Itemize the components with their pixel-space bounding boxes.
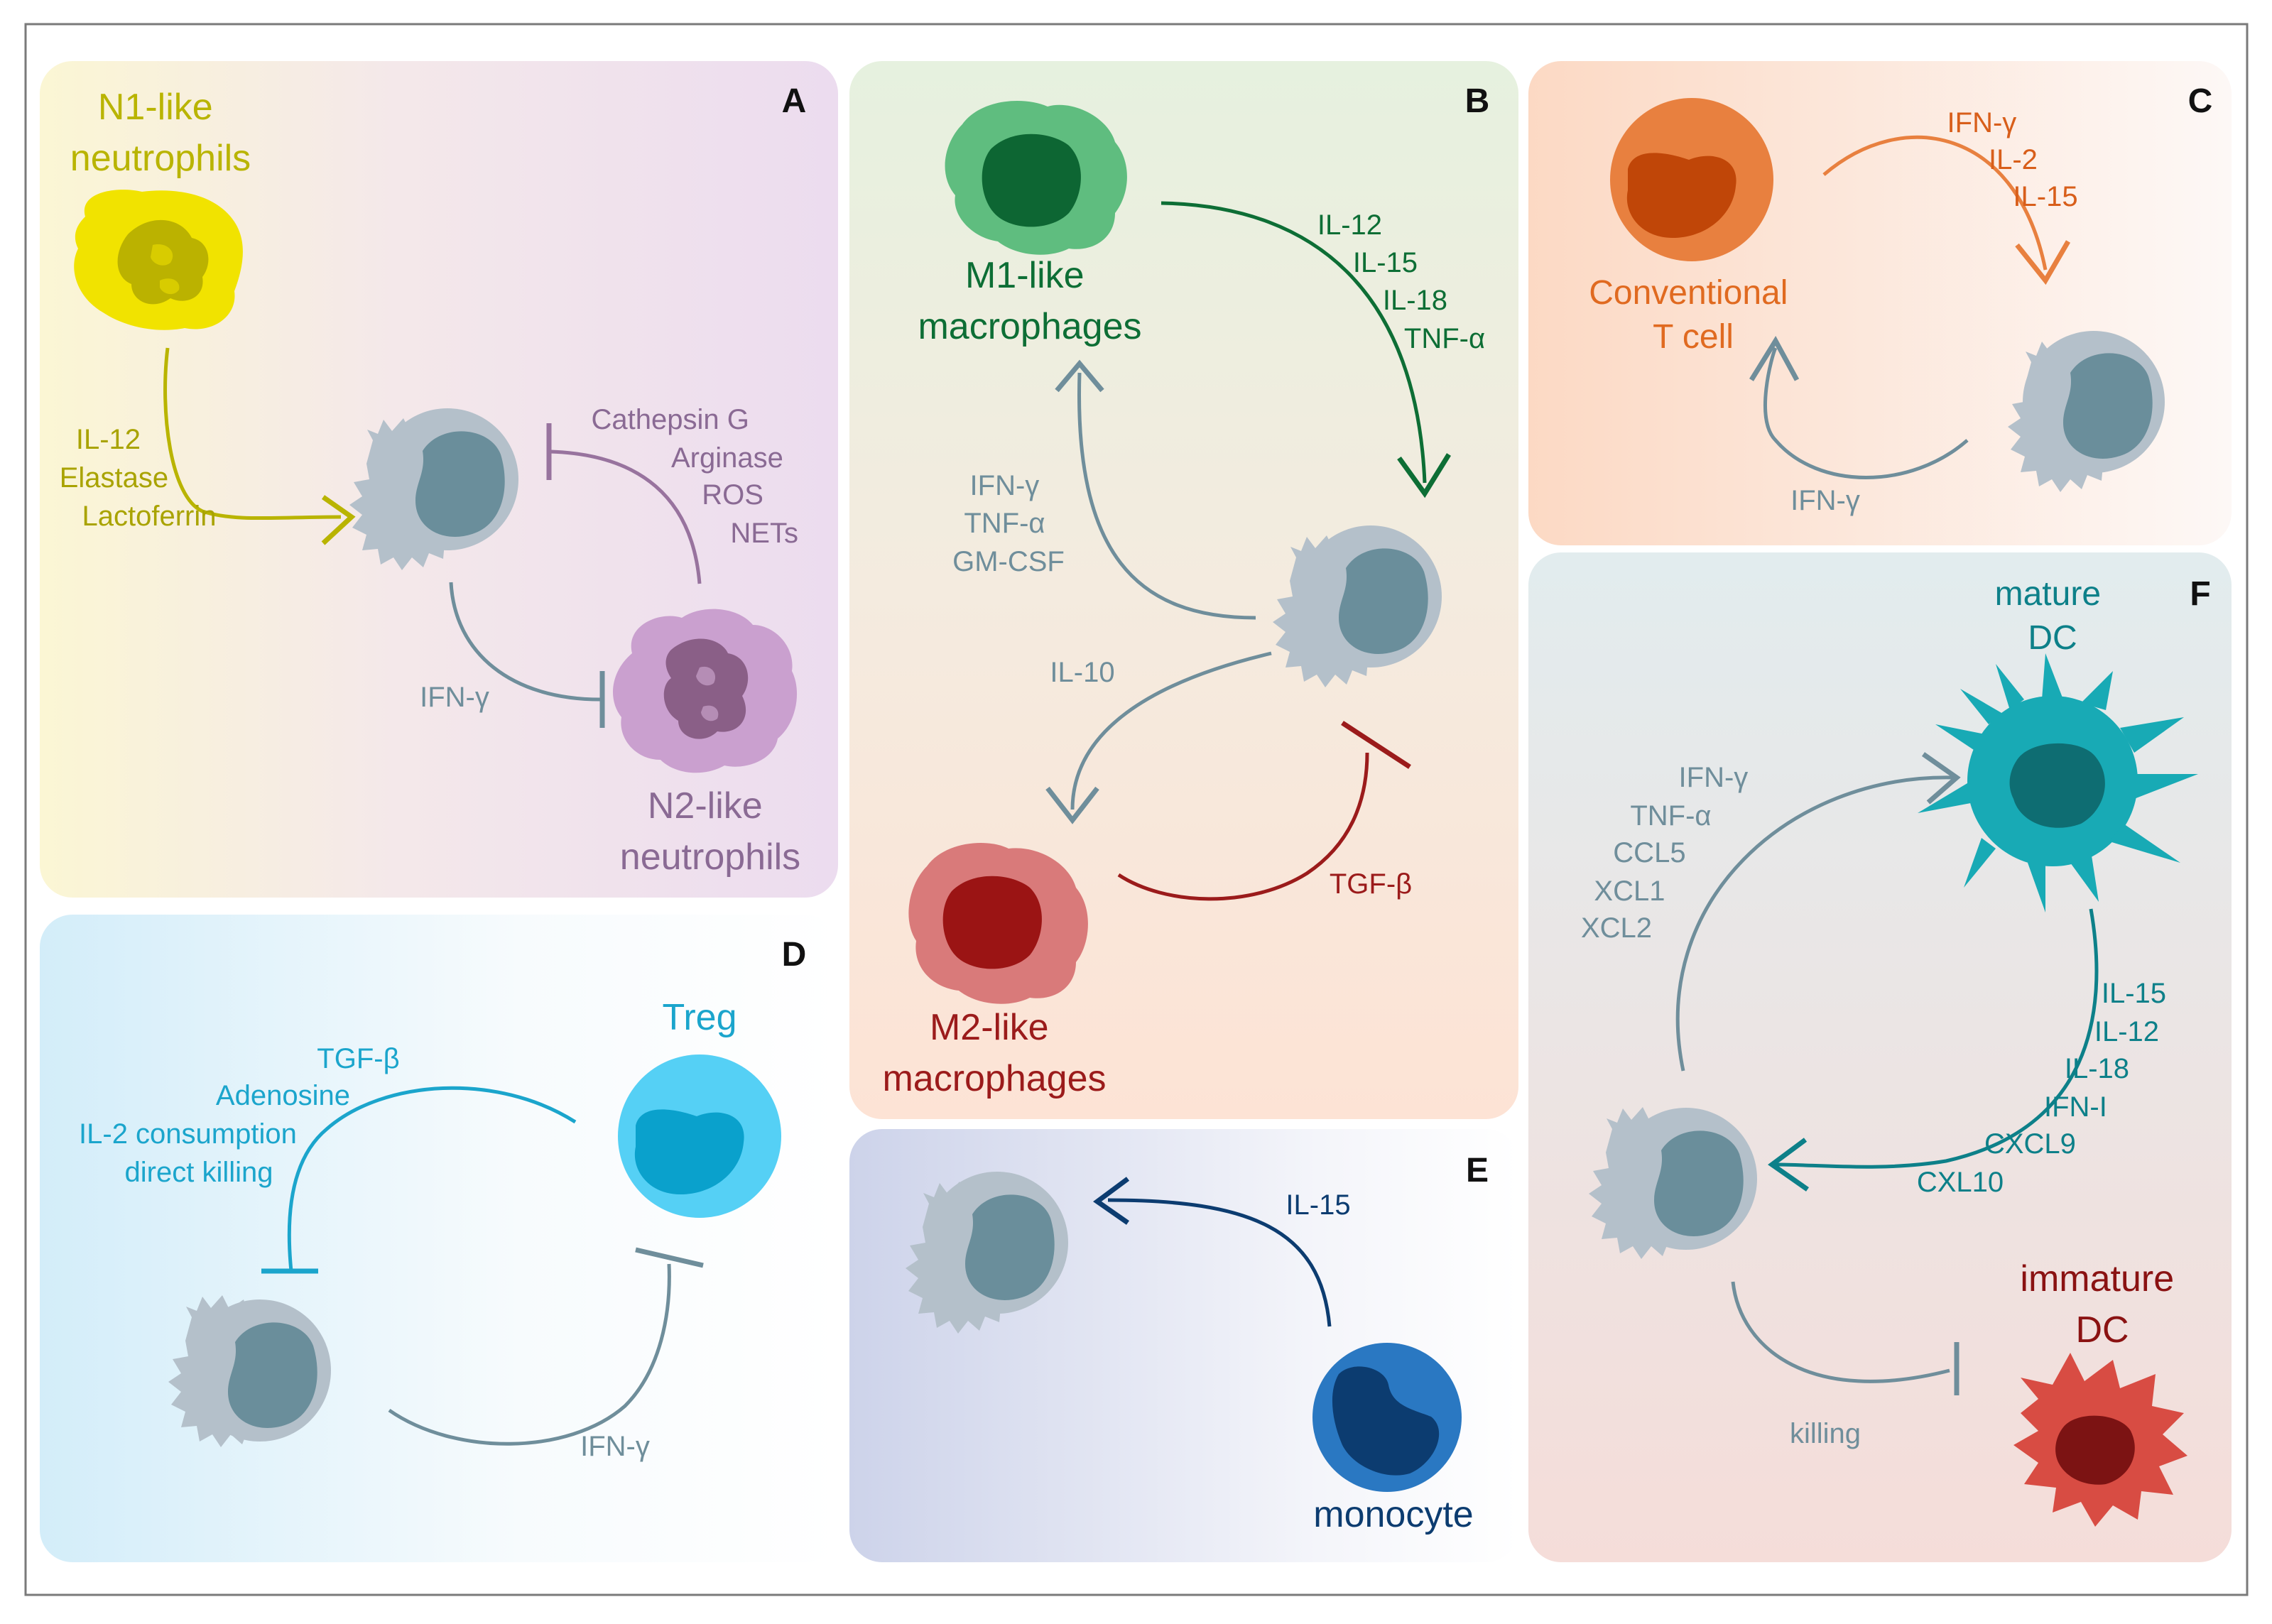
n2-inhibition-arc [546, 423, 702, 584]
nk-inhibit-label-a: IFN-γ [420, 682, 489, 713]
m1-macrophages-label: M1-like macrophages [918, 255, 1141, 347]
nk-cell-c [2008, 331, 2165, 492]
nk-cell-f [1589, 1107, 1757, 1259]
monocyte-cell [1312, 1343, 1462, 1492]
n2-inhibitory-factors: Cathepsin G Arginase ROS NETs [592, 404, 798, 549]
panel-f-letter: F [2190, 575, 2210, 613]
panel-e-letter: E [1466, 1152, 1489, 1189]
nk-inhibit-label-d: IFN-γ [580, 1431, 650, 1462]
il12-arrow [163, 347, 356, 545]
nk-cell-b [1273, 525, 1442, 687]
panel-b-letter: B [1465, 82, 1490, 120]
m1-to-nk-factors: IL-12 IL-15 IL-18 TNF-α [1317, 209, 1485, 354]
n2-neutrophils-label: N2-like neutrophils [620, 785, 800, 878]
panel-a-letter: A [782, 82, 807, 120]
treg-cell [618, 1054, 781, 1218]
treg-inhibitory-factors: TGF-β Adenosine IL-2 consumption direct … [79, 1043, 408, 1188]
nk-to-m2-label: IL-10 [1050, 657, 1114, 688]
nk-inhibit-treg-arc [388, 1247, 704, 1446]
n1-neutrophils-label: N1-like neutrophils [70, 87, 251, 179]
panel-d: D Treg TGF-β Adenosine IL-2 consumption … [40, 915, 838, 1562]
nk-to-mature-dc-factors: IFN-γ TNF-α CCL5 XCL1 XCL2 [1581, 762, 1756, 944]
to-nk-factors: IL-12 Elastase Lactoferrin [60, 424, 217, 532]
nk-to-t-label: IFN-γ [1790, 485, 1860, 516]
nk-to-m2-arrow [1045, 651, 1272, 824]
n1-neutrophil-cell [74, 190, 243, 330]
mature-dc-label: mature DC [1995, 575, 2111, 657]
m1-macrophage-cell [945, 101, 1127, 255]
panel-a: A N1-like neutrophils IL-12 Elastase Lac… [40, 61, 838, 898]
mature-dc-cell [1918, 653, 2198, 912]
nk-to-mature-dc-arrow [1675, 752, 1961, 1072]
treg-label: Treg [663, 997, 737, 1038]
panel-f: F mature DC IFN-γ TNF-α [1528, 552, 2232, 1562]
t-to-nk-factors: IFN-γ IL-2 IL-15 [1947, 107, 2078, 212]
nk-cell-a [349, 408, 518, 570]
nk-cell-d [168, 1295, 331, 1447]
ifn-gamma-inhibit-arc-a [449, 582, 605, 728]
mono-to-nk-label: IL-15 [1286, 1189, 1350, 1221]
nk-cell-e [906, 1172, 1068, 1334]
nk-to-m1-arrow [1055, 359, 1256, 620]
panel-b: B M1-like macrophages IL-12 IL-15 IL-18 … [849, 61, 1518, 1119]
mature-dc-to-nk-factors: IL-15 IL-12 IL-18 IFN-I CXCL9 CXL10 [1917, 978, 2174, 1198]
t-to-nk-arrow [1822, 135, 2071, 285]
immature-dc-cell [2013, 1353, 2187, 1527]
treg-inhibit-arc [261, 1086, 577, 1274]
monocyte-label: monocyte [1313, 1494, 1473, 1535]
panel-c: C Conventional T cell IFN-γ IL-2 IL-15 [1528, 61, 2232, 545]
m2-macrophage-cell [908, 843, 1088, 1004]
n2-neutrophil-cell [613, 609, 798, 773]
m1-to-nk-arrow [1161, 201, 1451, 498]
m2-inhibit-label: TGF-β [1330, 868, 1412, 900]
mature-dc-to-nk-arrow [1768, 908, 2099, 1192]
m2-inhibit-arc [1117, 721, 1411, 901]
conventional-t-cell [1610, 98, 1773, 261]
killing-inhibit-arc [1731, 1281, 1960, 1395]
nk-to-t-arrow [1749, 336, 1969, 479]
conventional-t-cell-label: Conventional T cell [1589, 274, 1798, 356]
panel-c-letter: C [2188, 82, 2213, 120]
killing-label: killing [1790, 1418, 1861, 1449]
mono-to-nk-arrow [1093, 1177, 1332, 1327]
immature-dc-label: immature DC [2020, 1258, 2184, 1351]
m2-macrophages-label: M2-like macrophages [882, 1007, 1106, 1099]
panel-d-letter: D [782, 936, 807, 974]
panel-e: E IL-15 monocyte [849, 1129, 1518, 1562]
nk-to-m1-factors: IFN-γ TNF-α GM-CSF [952, 470, 1065, 577]
